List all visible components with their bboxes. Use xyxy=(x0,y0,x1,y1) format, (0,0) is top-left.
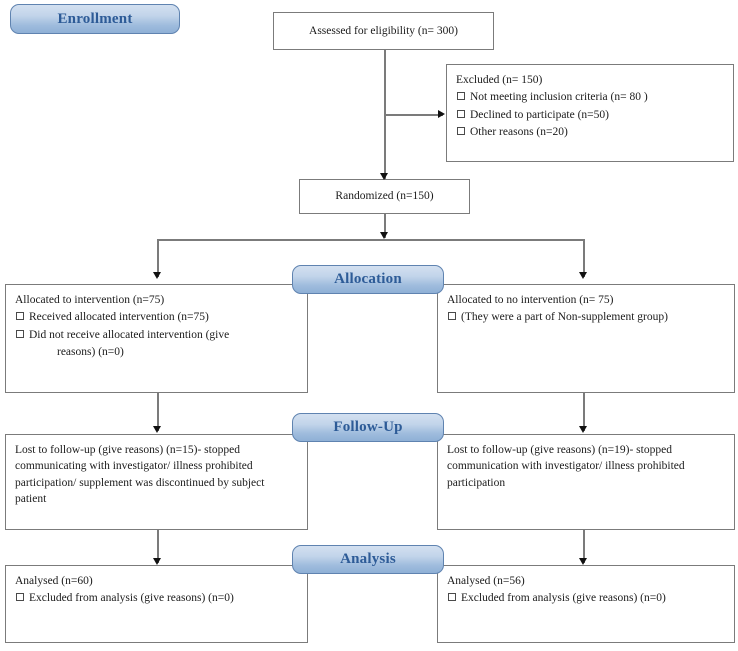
stage-label-allocation: Allocation xyxy=(292,265,444,294)
checkbox-square-icon xyxy=(457,92,465,101)
box-excluded: Excluded (n= 150) Not meeting inclusion … xyxy=(446,64,734,162)
connector-to-excluded xyxy=(385,114,443,116)
connector-allocation-to-followup-left xyxy=(157,393,159,431)
arrow-into-followup-left xyxy=(153,426,161,433)
allocation-right-item-text: (They were a part of Non-supplement grou… xyxy=(461,311,668,324)
box-allocated-intervention: Allocated to intervention (n=75) Receive… xyxy=(5,284,308,393)
connector-allocation-to-followup-right xyxy=(583,393,585,431)
arrow-into-excluded xyxy=(438,110,445,118)
connector-followup-to-analysis-right xyxy=(583,530,585,563)
checkbox-square-icon xyxy=(16,312,24,321)
checkbox-square-icon xyxy=(448,593,456,602)
analysis-left-item-text: Excluded from analysis (give reasons) (n… xyxy=(29,592,234,605)
randomized-text: Randomized (n=150) xyxy=(335,190,434,203)
connector-split-right-drop xyxy=(583,239,585,277)
arrow-into-allocation-right xyxy=(579,272,587,279)
excluded-title: Excluded (n= 150) xyxy=(456,74,543,86)
allocation-left-item: Received allocated intervention (n=75) xyxy=(15,309,298,325)
excluded-reason-item: Declined to participate (n=50) xyxy=(456,107,724,123)
excluded-reason-item: Other reasons (n=20) xyxy=(456,124,724,140)
stage-label-enrollment: Enrollment xyxy=(10,4,180,34)
allocation-right-item: (They were a part of Non-supplement grou… xyxy=(447,309,725,325)
connector-split-bar xyxy=(157,239,584,241)
analysis-left-item: Excluded from analysis (give reasons) (n… xyxy=(15,590,298,606)
checkbox-square-icon xyxy=(448,312,456,321)
connector-randomized-stem xyxy=(384,214,386,238)
followup-right-text: Lost to follow-up (give reasons) (n=19)-… xyxy=(447,444,685,489)
box-assessed-for-eligibility: Assessed for eligibility (n= 300) xyxy=(273,12,494,50)
connector-followup-to-analysis-left xyxy=(157,530,159,563)
arrow-into-followup-right xyxy=(579,426,587,433)
box-lost-to-followup-left: Lost to follow-up (give reasons) (n=15)-… xyxy=(5,434,308,530)
allocation-left-item: Did not receive allocated intervention (… xyxy=(15,327,298,343)
arrow-into-randomized xyxy=(380,173,388,180)
analysis-right-title: Analysed (n=56) xyxy=(447,575,525,587)
box-allocated-no-intervention: Allocated to no intervention (n= 75) (Th… xyxy=(437,284,735,393)
stage-label-followup-text: Follow-Up xyxy=(333,419,403,435)
excluded-reason-text: Not meeting inclusion criteria (n= 80 ) xyxy=(470,91,648,104)
connector-assessed-to-randomized xyxy=(384,50,386,179)
box-analysed-left: Analysed (n=60) Excluded from analysis (… xyxy=(5,565,308,643)
analysis-right-item: Excluded from analysis (give reasons) (n… xyxy=(447,590,725,606)
arrow-into-analysis-right xyxy=(579,558,587,565)
excluded-reason-item: Not meeting inclusion criteria (n= 80 ) xyxy=(456,89,724,105)
checkbox-square-icon xyxy=(457,126,465,135)
analysis-left-title: Analysed (n=60) xyxy=(15,575,93,587)
stage-label-enrollment-text: Enrollment xyxy=(57,10,133,27)
stage-label-followup: Follow-Up xyxy=(292,413,444,442)
excluded-reason-text: Declined to participate (n=50) xyxy=(470,108,609,121)
checkbox-square-icon xyxy=(16,593,24,602)
arrow-randomized-split xyxy=(380,232,388,239)
checkbox-square-icon xyxy=(457,109,465,118)
allocation-left-item-continuation: reasons) (n=0) xyxy=(57,345,124,358)
followup-left-text: Lost to follow-up (give reasons) (n=15)-… xyxy=(15,444,265,505)
box-lost-to-followup-right: Lost to follow-up (give reasons) (n=19)-… xyxy=(437,434,735,530)
allocation-left-title: Allocated to intervention (n=75) xyxy=(15,294,165,306)
allocation-right-title: Allocated to no intervention (n= 75) xyxy=(447,294,614,306)
analysis-right-item-text: Excluded from analysis (give reasons) (n… xyxy=(461,592,666,605)
box-analysed-right: Analysed (n=56) Excluded from analysis (… xyxy=(437,565,735,643)
assessed-text: Assessed for eligibility (n= 300) xyxy=(309,24,458,37)
excluded-reason-text: Other reasons (n=20) xyxy=(470,125,568,138)
arrow-into-analysis-left xyxy=(153,558,161,565)
stage-label-analysis-text: Analysis xyxy=(340,551,396,567)
allocation-left-item-text: Did not receive allocated intervention (… xyxy=(29,328,230,341)
box-randomized: Randomized (n=150) xyxy=(299,179,470,214)
connector-split-left-drop xyxy=(157,239,159,277)
checkbox-square-icon xyxy=(16,329,24,338)
stage-label-analysis: Analysis xyxy=(292,545,444,574)
stage-label-allocation-text: Allocation xyxy=(334,271,402,287)
arrow-into-allocation-left xyxy=(153,272,161,279)
allocation-left-item-text: Received allocated intervention (n=75) xyxy=(29,311,209,324)
